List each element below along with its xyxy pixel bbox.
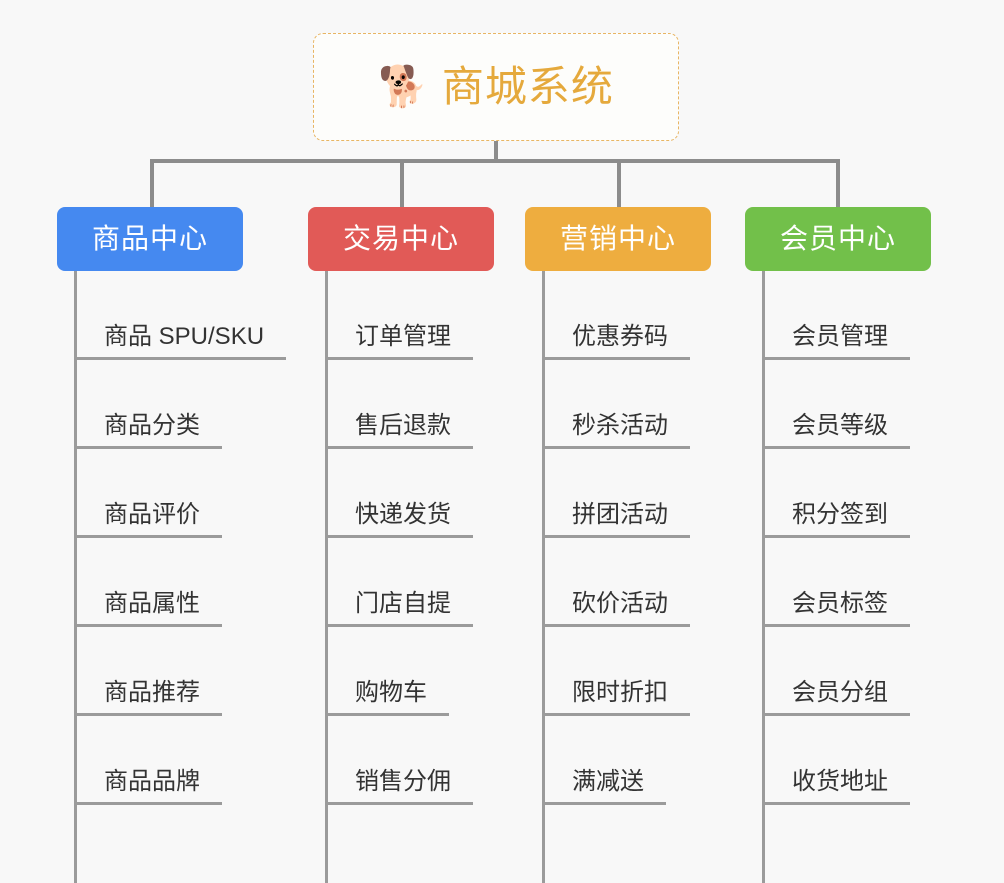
leaf-spine [762, 271, 765, 883]
shiba-dog-face-icon: 🐕 [378, 65, 428, 109]
leaf-item[interactable]: 拼团活动 [525, 449, 740, 538]
leaf-item[interactable]: 积分签到 [745, 449, 960, 538]
category-header-label: 商品中心 [91, 223, 208, 254]
category-header-label: 营销中心 [559, 223, 676, 254]
leaf-label: 收货地址 [762, 768, 910, 805]
category-header-trade[interactable]: 交易中心 [308, 207, 494, 271]
leaf-list-member: 会员管理 会员等级 积分签到 会员标签 会员分组 收货地址 [745, 271, 960, 883]
leaf-item[interactable]: 秒杀活动 [525, 360, 740, 449]
leaf-label: 购物车 [325, 679, 449, 716]
leaf-item[interactable]: 收货地址 [745, 716, 960, 805]
leaf-label: 积分签到 [762, 501, 910, 538]
connector-drop-4 [836, 159, 840, 209]
leaf-spine [325, 271, 328, 883]
leaf-label: 销售分佣 [325, 768, 473, 805]
mindmap-canvas: 🐕 商城系统 商品中心 商品 SPU/SKU 商品分类 商品评价 商品属性 商品… [57, 33, 960, 883]
leaf-label: 会员等级 [762, 412, 910, 449]
category-column-product: 商品中心 商品 SPU/SKU 商品分类 商品评价 商品属性 商品推荐 商品品牌 [57, 207, 307, 883]
leaf-label: 拼团活动 [542, 501, 690, 538]
leaf-item[interactable]: 商品 SPU/SKU [57, 271, 307, 360]
leaf-label: 门店自提 [325, 590, 473, 627]
leaf-item[interactable]: 销售分佣 [308, 716, 523, 805]
connector-root-stem [494, 141, 498, 163]
leaf-item[interactable]: 售后退款 [308, 360, 523, 449]
leaf-label: 优惠券码 [542, 323, 690, 360]
leaf-label: 商品属性 [74, 590, 222, 627]
leaf-label: 商品品牌 [74, 768, 222, 805]
leaf-label: 订单管理 [325, 323, 473, 360]
leaf-label: 会员管理 [762, 323, 910, 360]
leaf-label: 砍价活动 [542, 590, 690, 627]
leaf-item[interactable]: 满减送 [525, 716, 740, 805]
leaf-spine [74, 271, 77, 883]
category-column-trade: 交易中心 订单管理 售后退款 快递发货 门店自提 购物车 销售分佣 [308, 207, 523, 883]
leaf-label: 商品 SPU/SKU [74, 323, 287, 360]
leaf-item[interactable]: 商品品牌 [57, 716, 307, 805]
category-header-label: 交易中心 [342, 223, 459, 254]
leaf-item[interactable]: 商品评价 [57, 449, 307, 538]
category-header-marketing[interactable]: 营销中心 [525, 207, 711, 271]
leaf-item[interactable]: 限时折扣 [525, 627, 740, 716]
leaf-item[interactable]: 会员等级 [745, 360, 960, 449]
connector-horizontal-bus [150, 159, 840, 163]
root-node[interactable]: 🐕 商城系统 [313, 33, 679, 141]
leaf-spine [542, 271, 545, 883]
leaf-item[interactable]: 门店自提 [308, 538, 523, 627]
leaf-item[interactable]: 商品推荐 [57, 627, 307, 716]
category-column-marketing: 营销中心 优惠券码 秒杀活动 拼团活动 砍价活动 限时折扣 满减送 [525, 207, 740, 883]
category-header-label: 会员中心 [779, 223, 896, 254]
category-header-product[interactable]: 商品中心 [57, 207, 243, 271]
leaf-item[interactable]: 快递发货 [308, 449, 523, 538]
leaf-list-product: 商品 SPU/SKU 商品分类 商品评价 商品属性 商品推荐 商品品牌 [57, 271, 307, 883]
leaf-list-trade: 订单管理 售后退款 快递发货 门店自提 购物车 销售分佣 [308, 271, 523, 883]
connector-drop-1 [150, 159, 154, 209]
root-title: 商城系统 [441, 63, 614, 110]
leaf-item[interactable]: 订单管理 [308, 271, 523, 360]
leaf-item[interactable]: 商品属性 [57, 538, 307, 627]
leaf-list-marketing: 优惠券码 秒杀活动 拼团活动 砍价活动 限时折扣 满减送 [525, 271, 740, 883]
connector-drop-3 [617, 159, 621, 209]
leaf-label: 秒杀活动 [542, 412, 690, 449]
leaf-item[interactable]: 会员分组 [745, 627, 960, 716]
connector-drop-2 [400, 159, 404, 209]
leaf-item[interactable]: 砍价活动 [525, 538, 740, 627]
leaf-label: 商品推荐 [74, 679, 222, 716]
leaf-item[interactable]: 会员管理 [745, 271, 960, 360]
leaf-label: 售后退款 [325, 412, 473, 449]
leaf-item[interactable]: 购物车 [308, 627, 523, 716]
leaf-item[interactable]: 优惠券码 [525, 271, 740, 360]
leaf-item[interactable]: 会员标签 [745, 538, 960, 627]
leaf-label: 商品分类 [74, 412, 222, 449]
category-column-member: 会员中心 会员管理 会员等级 积分签到 会员标签 会员分组 收货地址 [745, 207, 960, 883]
leaf-label: 商品评价 [74, 501, 222, 538]
leaf-label: 限时折扣 [542, 679, 690, 716]
leaf-label: 满减送 [542, 768, 666, 805]
leaf-item[interactable]: 商品分类 [57, 360, 307, 449]
leaf-label: 快递发货 [325, 501, 473, 538]
leaf-label: 会员分组 [762, 679, 910, 716]
leaf-label: 会员标签 [762, 590, 910, 627]
category-header-member[interactable]: 会员中心 [745, 207, 931, 271]
